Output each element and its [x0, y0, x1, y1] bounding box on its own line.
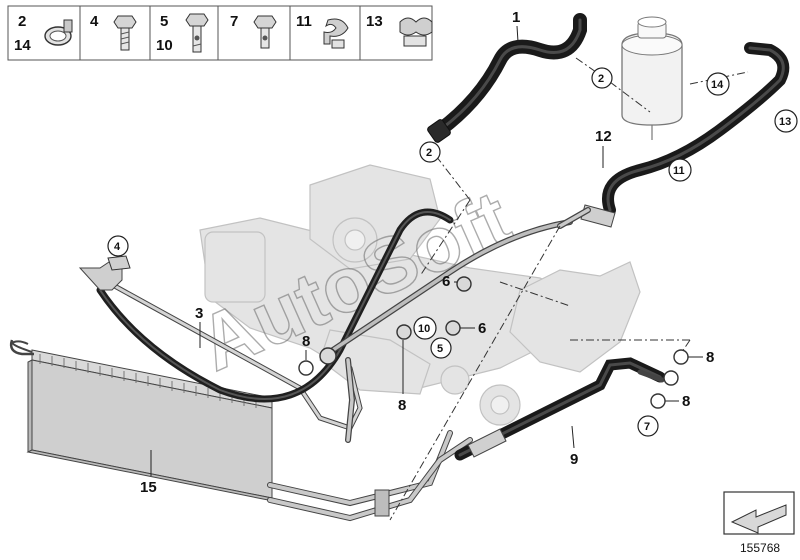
callout-3: 3	[195, 305, 203, 322]
callout-9: 9	[570, 451, 578, 468]
arrow-icon	[730, 504, 787, 534]
legend-number-7: 7	[230, 13, 238, 30]
svg-text:2: 2	[598, 73, 604, 85]
callout-12: 12	[595, 128, 612, 145]
svg-text:14: 14	[711, 79, 724, 91]
oil-cooler	[9, 339, 274, 501]
legend-number-14: 14	[14, 37, 31, 54]
callout-6-a: 6	[442, 273, 450, 290]
legend-number-5: 5	[160, 13, 168, 30]
hose-clamp-icon	[44, 19, 73, 46]
legend-number-4: 4	[90, 13, 99, 30]
pipe-clip-icon	[323, 18, 349, 49]
hose-12	[557, 42, 790, 229]
direction-arrow-box	[723, 491, 795, 535]
double-clip-icon	[399, 17, 433, 47]
bolt-icon	[113, 15, 137, 51]
callout-8-a: 8	[302, 333, 310, 350]
svg-text:13: 13	[779, 116, 791, 128]
circled-callouts: 2 14 13 11 2 4 10 5	[107, 67, 798, 437]
cooler-pipes	[87, 269, 473, 522]
callout-1: 1	[512, 9, 520, 26]
clamp-4	[107, 255, 131, 271]
callout-13: 13	[774, 109, 798, 133]
diagram-number: 155768	[740, 541, 780, 555]
callout-15: 15	[140, 479, 157, 496]
svg-text:4: 4	[114, 241, 121, 253]
leader-lines	[389, 57, 749, 521]
legend-number-11: 11	[296, 13, 312, 30]
callout-2-a: 2	[591, 67, 613, 89]
hose-3	[78, 208, 454, 403]
callout-7: 7	[637, 415, 659, 437]
hose-9	[454, 357, 666, 461]
callout-8-b: 8	[398, 397, 406, 414]
callout-10: 10	[413, 316, 437, 340]
svg-text:7: 7	[644, 421, 650, 433]
callouts: 1 12 3 8 8 6 6 8 8 9 15	[140, 9, 714, 496]
legend-number-2: 2	[18, 13, 26, 30]
callout-6-b: 6	[478, 320, 486, 337]
callout-11: 11	[668, 158, 692, 182]
callout-14: 14	[706, 72, 730, 96]
reservoir	[621, 16, 683, 140]
legend-number-13: 13	[366, 13, 383, 30]
callout-8-d: 8	[682, 393, 690, 410]
callout-8-c: 8	[706, 349, 714, 366]
legend-number-10: 10	[156, 37, 173, 54]
steering-gear-ghost	[199, 164, 641, 426]
legend-strip: 2 14 4 5 10 7	[7, 5, 433, 61]
svg-text:10: 10	[418, 323, 430, 335]
callout-4: 4	[107, 235, 129, 257]
banjo-bolt-short-icon	[253, 15, 277, 49]
washers	[298, 276, 689, 409]
svg-text:11: 11	[673, 165, 685, 177]
banjo-bolt-icon	[185, 13, 209, 53]
pressure-hose	[327, 219, 573, 443]
svg-text:2: 2	[426, 147, 432, 159]
svg-text:5: 5	[437, 343, 443, 355]
callout-5: 5	[430, 337, 452, 359]
callout-2-b: 2	[419, 141, 441, 163]
hose-1	[427, 13, 587, 143]
